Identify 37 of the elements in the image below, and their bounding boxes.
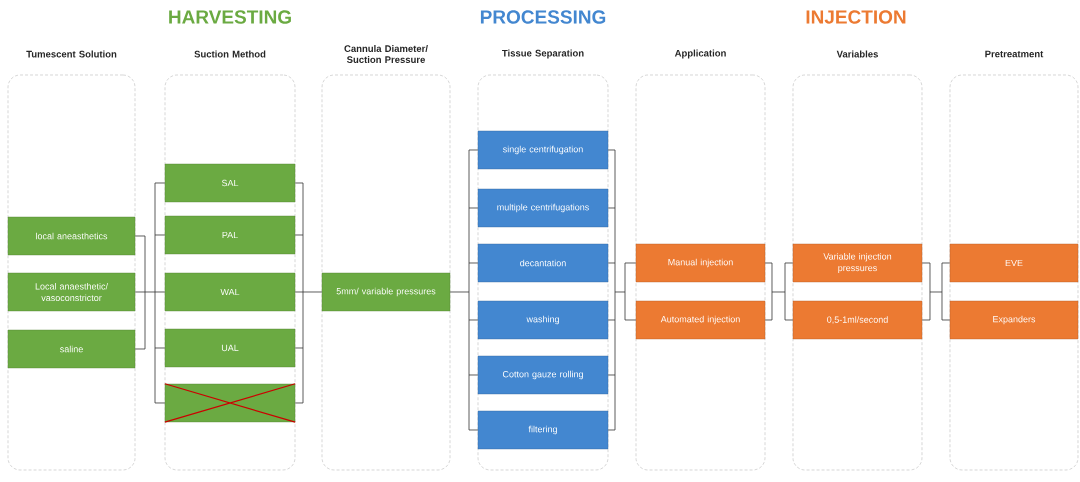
column-heading: Tumescent Solution xyxy=(26,50,117,58)
process-box: Manual injection xyxy=(635,243,766,283)
process-box: Cotton gauze rolling xyxy=(477,355,609,395)
bracket-connector xyxy=(921,262,951,321)
bracket-connector xyxy=(607,149,637,431)
crossed-out-box xyxy=(164,383,296,423)
process-box: Expanders xyxy=(949,300,1079,340)
process-box: WAL xyxy=(164,272,296,312)
column-heading: Tissue Separation xyxy=(502,49,584,59)
process-box: decantation xyxy=(477,243,609,283)
bracket-connector xyxy=(294,182,323,404)
column-heading: Suction Method xyxy=(194,50,266,58)
section-title: INJECTION xyxy=(806,10,906,24)
section-title: HARVESTING xyxy=(169,10,291,24)
process-box: UAL xyxy=(164,328,296,368)
column-heading: Pretreatment xyxy=(985,50,1044,58)
process-box: Automated injection xyxy=(635,300,766,340)
bracket-connector xyxy=(134,182,166,404)
column-heading: Variables xyxy=(836,50,878,58)
column-heading: Application xyxy=(674,49,726,59)
process-box: 0,5-1ml/second xyxy=(792,300,923,340)
process-box: Local anaesthetic/ vasoconstrictor xyxy=(7,272,136,312)
process-box: saline xyxy=(7,329,136,369)
column-heading: Cannula Diameter/ Suction Pressure xyxy=(344,45,428,63)
process-box: multiple centrifugations xyxy=(477,188,609,228)
process-box: PAL xyxy=(164,215,296,255)
process-box: washing xyxy=(477,300,609,340)
bracket-connector xyxy=(449,149,479,431)
process-box: SAL xyxy=(164,163,296,203)
process-box: filtering xyxy=(477,410,609,450)
process-box: 5mm/ variable pressures xyxy=(321,272,451,312)
process-box: single centrifugation xyxy=(477,130,609,170)
process-box: EVE xyxy=(949,243,1079,283)
process-box: Variable injection pressures xyxy=(792,243,923,283)
process-box: local aneasthetics xyxy=(7,216,136,256)
bracket-connector xyxy=(764,262,794,321)
section-title: PROCESSING xyxy=(480,10,606,24)
